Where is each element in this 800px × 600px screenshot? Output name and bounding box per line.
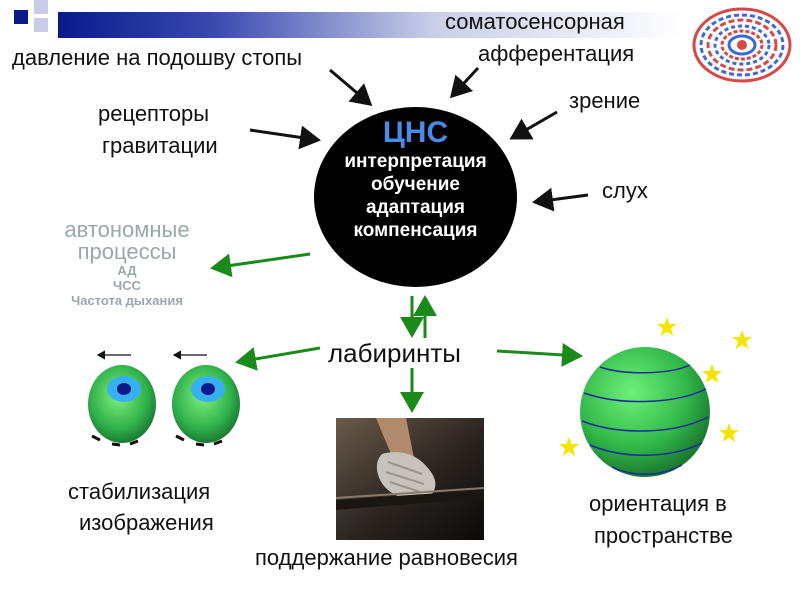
eye-icon [88, 365, 156, 447]
star-icon [657, 317, 677, 336]
label-stabilization-2: изображения [79, 510, 214, 535]
autonomic-title-1: автономные [64, 217, 190, 242]
eye-icon [172, 365, 240, 447]
label-hearing: слух [602, 178, 648, 203]
arrow-hearing [532, 187, 589, 212]
cns-node [314, 107, 517, 287]
label-somatosensory-1: соматосенсорная [445, 9, 625, 34]
header-square-2 [34, 0, 48, 14]
arrow-somatosensory [449, 66, 480, 99]
autonomic-block: автономные процессы АД ЧСС Частота дыхан… [44, 217, 210, 309]
label-orientation-1: ориентация в [589, 491, 727, 516]
label-somatosensory-2: афферентация [478, 41, 635, 66]
cns-function-3: адаптация [366, 197, 465, 218]
arrow-foot-pressure [329, 68, 373, 106]
arrow-to-autonomic [210, 252, 311, 278]
header-square-1 [14, 10, 28, 24]
header-square-3 [34, 18, 48, 32]
autonomic-item-resp: Частота дыхания [71, 293, 183, 308]
cns-function-4: компенсация [353, 220, 478, 241]
label-vision: зрение [569, 88, 641, 113]
spiral-logo-icon [692, 7, 792, 83]
autonomic-item-hr: ЧСС [113, 278, 141, 293]
label-gravity-1: рецепторы [98, 101, 210, 126]
cns-title: ЦНС [382, 116, 449, 149]
star-icon [732, 330, 752, 349]
globe-icon [580, 347, 710, 477]
star-icon [719, 423, 739, 442]
star-icon [559, 437, 579, 456]
label-labyrinths: лабиринты [328, 338, 461, 368]
header-bar [58, 12, 684, 38]
label-stabilization-1: стабилизация [68, 479, 211, 504]
cns-function-2: обучение [371, 174, 460, 195]
label-balance: поддержание равновесия [255, 545, 518, 570]
autonomic-item-bp: АД [117, 263, 137, 278]
arrow-to-globe [496, 342, 583, 367]
star-icon [702, 364, 722, 383]
autonomic-title-2: процессы [77, 239, 177, 264]
arrow-to-eyes [235, 346, 321, 371]
cns-text-block: ЦНС интерпретация обучение адаптация ком… [314, 116, 517, 242]
label-orientation-2: пространстве [594, 523, 733, 548]
foot-on-beam-photo [336, 418, 484, 540]
label-gravity-2: гравитации [102, 133, 218, 158]
cns-function-1: интерпретация [344, 151, 487, 172]
arrow-gravity [249, 125, 321, 150]
arrow-vision [509, 110, 558, 140]
label-foot-pressure: давление на подошву стопы [12, 45, 303, 70]
